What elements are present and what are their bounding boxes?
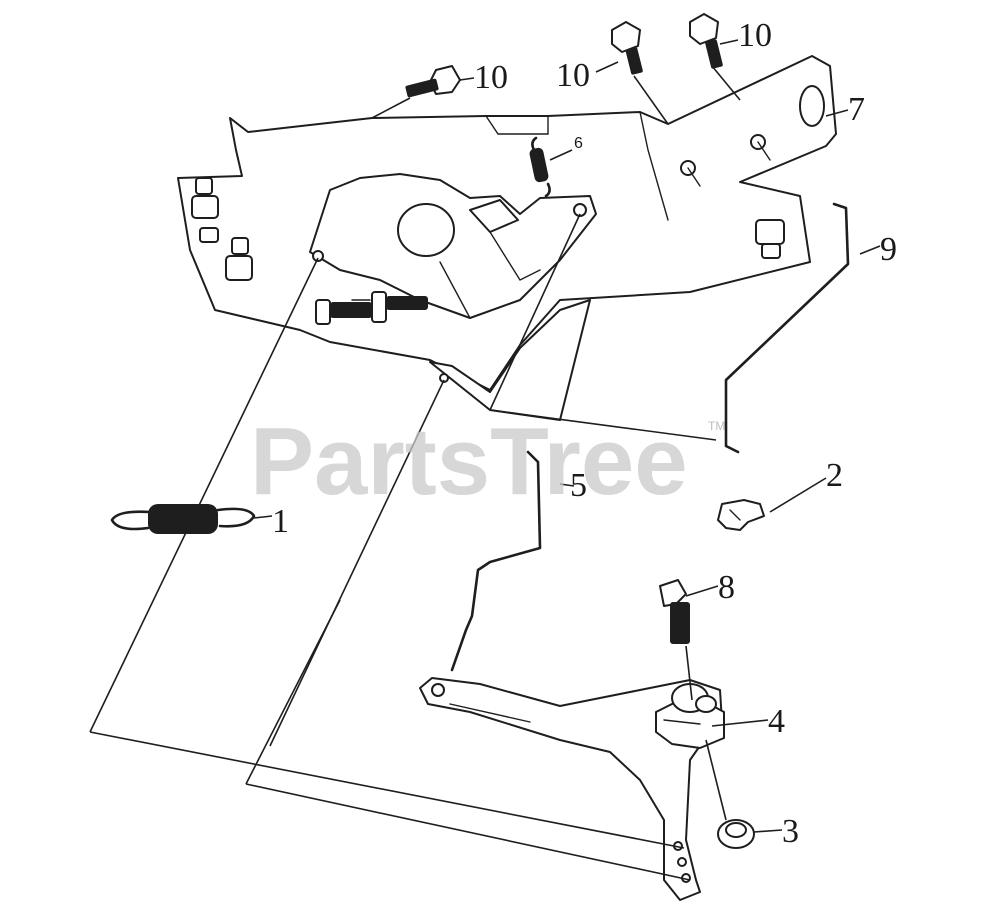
watermark-trademark: TM	[708, 419, 725, 433]
lever-adjust-screw	[315, 291, 428, 325]
bolt-10-right	[689, 13, 723, 69]
bracket-slot-hole	[799, 85, 825, 127]
callout-10-middle: 10	[556, 57, 590, 94]
callout-8: 8	[718, 569, 735, 606]
lever-clamp	[655, 683, 725, 749]
callout-10-right: 10	[738, 17, 772, 54]
callout-10-left: 10	[474, 59, 508, 96]
callout-9: 9	[880, 231, 897, 268]
callout-1: 1	[272, 503, 289, 540]
callout-2: 2	[826, 457, 843, 494]
bracket-studs-left	[191, 177, 253, 281]
governor-lever-4	[419, 677, 725, 901]
callout-4: 4	[768, 703, 785, 740]
throttle-lever-assembly	[309, 173, 597, 325]
bolt-8	[659, 579, 690, 644]
callout-7: 7	[848, 91, 865, 128]
clip-2	[717, 499, 765, 531]
bolt-10-left	[405, 65, 461, 98]
nut-3	[717, 819, 755, 849]
wire-link-rod-5	[450, 450, 542, 672]
callout-3: 3	[782, 813, 799, 850]
small-spring-6	[529, 136, 551, 198]
wire-link-rod-9	[724, 202, 850, 454]
extension-spring-1	[110, 504, 256, 534]
bracket-stud-right	[755, 219, 785, 259]
watermark-text: PartsTree	[250, 408, 688, 515]
lever-pivot-boss	[397, 203, 455, 257]
assembly-lines	[89, 39, 881, 881]
callout-6: 6	[574, 135, 583, 152]
callout-5: 5	[570, 467, 587, 504]
bolt-10-middle	[611, 21, 643, 75]
